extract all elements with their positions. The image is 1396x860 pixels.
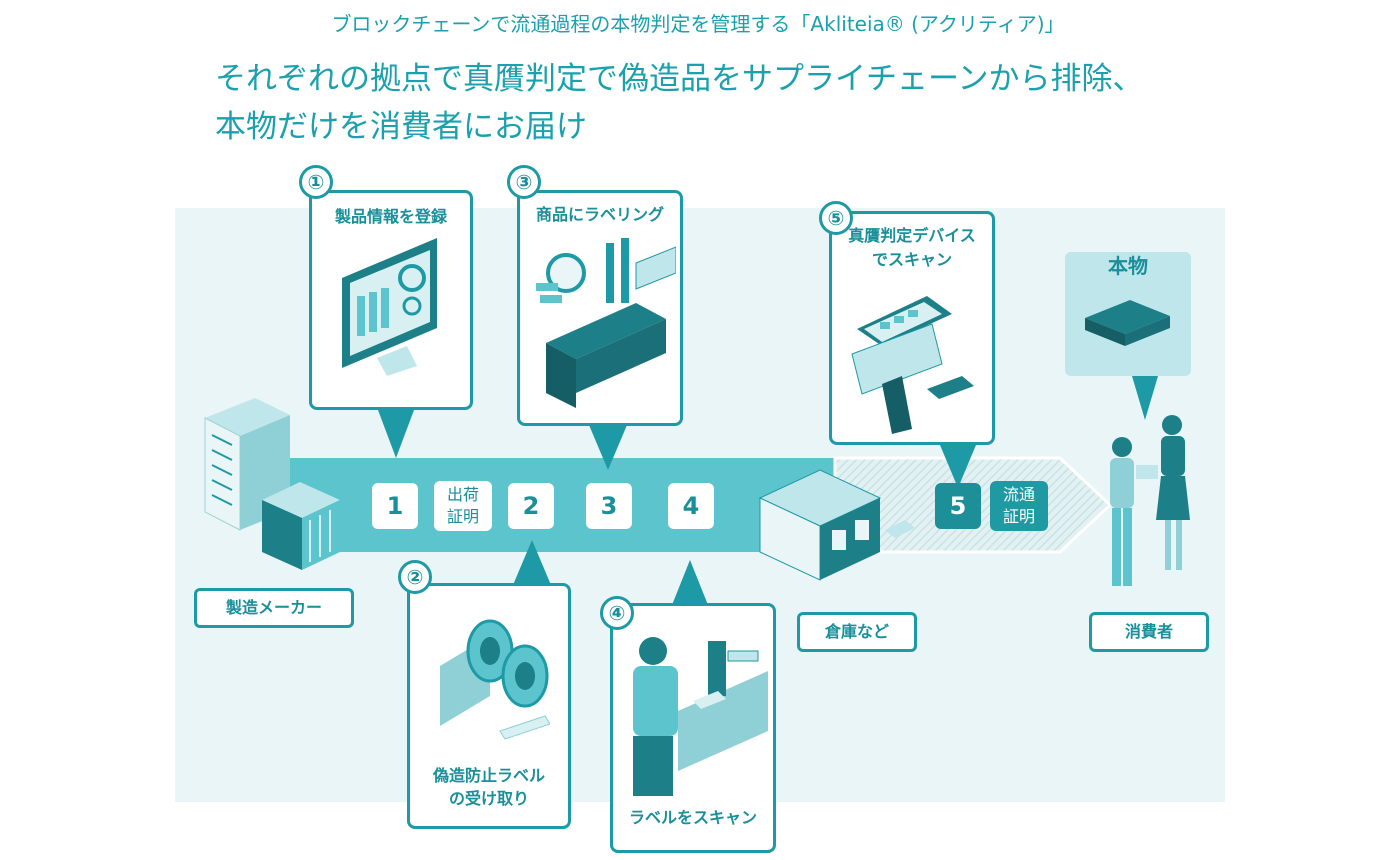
genuine-panel: 本物 [1065,252,1191,376]
headline: それぞれの拠点で真贋判定で偽造品をサプライチェーンから排除、 本物だけを消費者に… [215,55,1143,151]
flow-chip-4: 4 [668,483,714,529]
step-3-box: 商品にラベリング [517,190,683,426]
monitor-icon [342,238,437,376]
step-2-box: 偽造防止ラベル の受け取り [407,583,571,829]
consumer-tag: 消費者 [1089,612,1209,652]
pointer-1 [378,410,414,458]
shipping-cert-line-2: 証明 [446,507,479,526]
distribution-cert-line-1: 流通 [1002,485,1035,504]
label-tape-rolls-icon [440,619,550,740]
flow-chip-5: 5 [935,483,981,529]
step-2-label-1: 偽造防止ラベル [432,766,545,785]
headline-line-1: それぞれの拠点で真贋判定で偽造品をサプライチェーンから排除、 [215,61,1144,97]
step-5-label-1: 真贋判定デバイス [848,226,976,245]
distribution-cert-chip: 流通 証明 [990,481,1048,531]
warehouse-tag: 倉庫など [797,612,917,652]
step-5-label-2: でスキャン [871,250,952,269]
headline-line-2: 本物だけを消費者にお届け [215,109,587,145]
worker-scanning-icon [633,637,768,796]
step-4-box: ラベルをスキャン [610,603,776,853]
step-2-number: ② [398,560,432,594]
labeling-machine-icon [536,238,676,408]
genuine-product-icon-overlay [1085,300,1170,346]
flow-band [285,458,835,552]
pointer-3 [589,425,627,470]
step-1-label: 製品情報を登録 [334,207,447,226]
step-1-box: 製品情報を登録 [309,190,473,410]
manufacturer-building-icon [204,398,340,570]
step-5-number: ⑤ [819,201,853,235]
distribution-cert-line-2: 証明 [1002,507,1035,526]
flow-chip-1: 1 [372,483,418,529]
pointer-4 [672,560,708,605]
pointer-genuine [1132,376,1158,420]
step-2-label-2: の受け取り [448,789,529,808]
manufacturer-tag: 製造メーカー [194,588,354,628]
step-3-label: 商品にラベリング [535,205,664,224]
step-4-label: ラベルをスキャン [628,808,757,827]
flow-chip-2: 2 [508,483,554,529]
page-title: ブロックチェーンで流通過程の本物判定を管理する「Akliteia® (アクリティ… [331,12,1065,36]
step-1-number: ① [299,165,333,199]
pointer-2 [513,540,551,585]
step-5-box: 真贋判定デバイス でスキャン [829,211,995,445]
step-3-number: ③ [507,165,541,199]
shipping-cert-line-1: 出荷 [446,485,479,504]
warehouse-icon [758,469,915,581]
step-4-number: ④ [600,596,634,630]
pointer-5 [940,445,976,488]
genuine-label: 本物 [1108,254,1148,278]
consumer-people-icon [1110,415,1190,586]
shipping-cert-chip: 出荷 証明 [434,481,492,531]
flow-chip-3: 3 [586,483,632,529]
scanner-device-icon [851,296,974,434]
